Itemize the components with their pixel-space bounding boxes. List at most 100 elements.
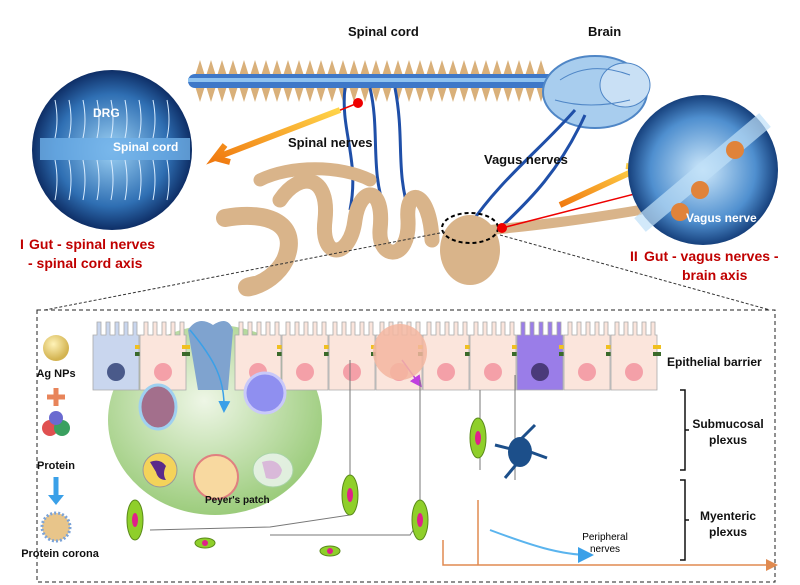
vertebra-spike <box>338 60 348 76</box>
vertebra-spike <box>448 60 458 76</box>
peripheral-nerve-pathway <box>442 500 778 571</box>
vertebra-spike <box>437 86 447 102</box>
vertebra-spike <box>393 60 403 76</box>
epithelial-barrier-label: Epithelial barrier <box>667 355 762 369</box>
vertebra-spike <box>283 86 293 102</box>
epithelial-cell <box>139 321 190 391</box>
protein-corona-icon <box>40 511 72 543</box>
spinal-cord-illustration <box>188 60 563 102</box>
peripheral-nerves-label-2: nerves <box>590 544 620 555</box>
epithelial-cell <box>469 321 520 391</box>
arrow-to-spinal-inset <box>206 107 342 165</box>
submucosal-label-1: Submucosal <box>692 417 763 431</box>
spinal-nerves-label: Spinal nerves <box>288 135 373 150</box>
inset-spinal-cord-label: Spinal cord <box>113 140 178 154</box>
vertebra-spike <box>525 86 535 102</box>
vagus-nerves-label: Vagus nerves <box>484 152 568 167</box>
plus-icon <box>47 388 65 406</box>
drg-fiber <box>110 99 114 201</box>
axis-1-line2: - spinal cord axis <box>28 255 143 271</box>
vertebra-spike <box>470 60 480 76</box>
epithelial-cell <box>610 321 661 391</box>
myenteric-label-2: plexus <box>709 525 747 539</box>
vertebra-spike <box>217 86 227 102</box>
vertebra-spike <box>536 60 546 76</box>
myenteric-label-1: Myenteric <box>700 509 756 523</box>
axis-2-numeral: II <box>630 248 638 264</box>
vertebra-spike <box>327 60 337 76</box>
drg-fiber <box>138 99 142 201</box>
neuron-nucleus <box>475 431 481 445</box>
peyers-patch-label: Peyer's patch <box>205 495 270 506</box>
vertebra-spike <box>514 86 524 102</box>
spinal-cord-inset: DRG Spinal cord <box>32 70 192 230</box>
ag-np-icon <box>43 335 69 361</box>
zoom-line-right <box>499 234 771 311</box>
vertebra-spike <box>272 60 282 76</box>
epithelial-cell <box>281 321 332 391</box>
zoom-line-left <box>44 231 446 311</box>
vertebra-spike <box>228 60 238 76</box>
drg-fiber <box>82 99 86 201</box>
axis-1-line1: Gut - spinal nerves <box>29 236 155 252</box>
vertebra-spike <box>426 86 436 102</box>
damaged-cell <box>373 324 427 380</box>
epithelial-cell <box>422 321 473 391</box>
vertebra-spike <box>294 86 304 102</box>
vertebra-spike <box>492 60 502 76</box>
vertebra-spike <box>448 86 458 102</box>
vertebra-spike <box>371 60 381 76</box>
drg-label: DRG <box>93 106 120 120</box>
protein-icon <box>42 411 70 436</box>
vertebra-spike <box>283 60 293 76</box>
vertebra-spike <box>305 60 315 76</box>
vagus-nerve-inset: Vagus nerve <box>628 95 778 245</box>
brain-illustration <box>542 55 651 129</box>
vertebra-spike <box>327 86 337 102</box>
vertebra-spike <box>195 60 205 76</box>
neuron-nucleus <box>132 513 138 527</box>
m-cell <box>188 321 233 390</box>
submucosal-bracket <box>680 389 689 471</box>
vertebra-spike <box>382 60 392 76</box>
arrow-to-vagus-inset <box>558 163 651 208</box>
drg-fiber <box>96 99 100 201</box>
axis-1-numeral: I <box>20 236 24 252</box>
epithelial-cells <box>92 321 661 391</box>
vertebra-spike <box>349 86 359 102</box>
glial-cell <box>494 423 548 479</box>
vertebra-spike <box>261 60 271 76</box>
vertebra-spike <box>206 60 216 76</box>
epithelial-cell <box>516 321 567 391</box>
vertebra-spike <box>195 86 205 102</box>
vertebra-spike <box>404 60 414 76</box>
vertebra-spike <box>272 86 282 102</box>
vertebra-spike <box>206 86 216 102</box>
vertebra-spike <box>250 86 260 102</box>
vertebra-spike <box>492 86 502 102</box>
protein-label: Protein <box>37 460 75 472</box>
vertebra-spike <box>404 86 414 102</box>
vertebra-spike <box>415 60 425 76</box>
uptake-arrow <box>189 329 231 413</box>
vertebra-spike <box>217 60 227 76</box>
vertebra-spike <box>481 60 491 76</box>
vertebra-spike <box>294 60 304 76</box>
epithelial-cell <box>92 321 143 391</box>
vertebra-spike <box>382 86 392 102</box>
vertebra-spike <box>481 86 491 102</box>
vertebra-spike <box>459 86 469 102</box>
vertebra-spike <box>470 86 480 102</box>
vertebra-spike <box>459 60 469 76</box>
epithelial-cell <box>563 321 614 391</box>
drg-fiber <box>124 99 128 201</box>
vertebra-spike <box>437 60 447 76</box>
brain-label: Brain <box>588 24 621 39</box>
protein-corona-label: Protein corona <box>21 548 100 560</box>
vertebra-spike <box>261 86 271 102</box>
submucosal-label-2: plexus <box>709 433 747 447</box>
axis-2-line1: Gut - vagus nerves - <box>644 248 779 264</box>
peripheral-nerves-label-1: Peripheral <box>582 532 628 543</box>
